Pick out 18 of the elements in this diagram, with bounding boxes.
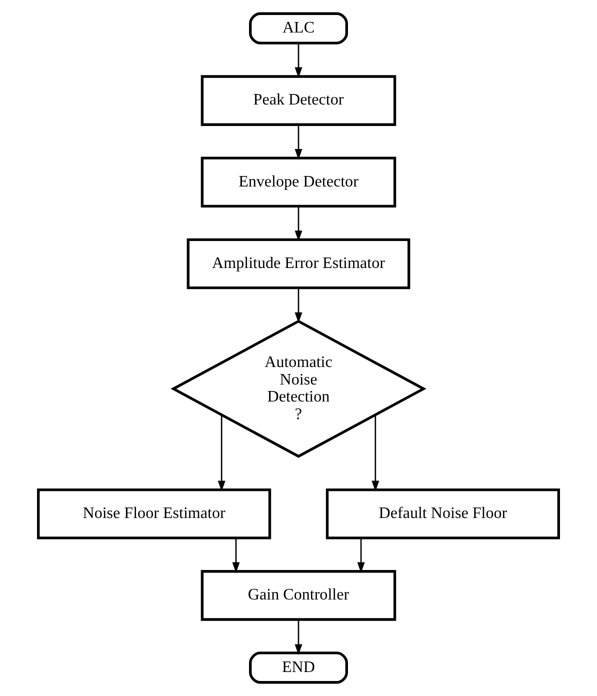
- node-box: Envelope Detector: [200, 156, 396, 208]
- arrow: [357, 538, 365, 573]
- arrow: [294, 125, 302, 160]
- node-box: Peak Detector: [200, 75, 396, 126]
- node-box: Gain Controller: [200, 570, 396, 621]
- arrow: [294, 43, 302, 78]
- node-box: Default Noise Floor: [326, 488, 560, 540]
- node-box: END: [249, 652, 348, 684]
- node-box: Noise Floor Estimator: [37, 488, 272, 540]
- arrow: [294, 620, 302, 655]
- node-diamond: Automatic Noise Detection ?: [170, 320, 426, 458]
- node-box: ALC: [249, 12, 348, 44]
- arrow: [232, 538, 240, 573]
- node-box: Amplitude Error Estimator: [186, 238, 410, 290]
- arrow: [294, 288, 302, 324]
- arrow: [294, 206, 302, 242]
- arrow: [218, 415, 226, 492]
- arrow: [372, 415, 380, 492]
